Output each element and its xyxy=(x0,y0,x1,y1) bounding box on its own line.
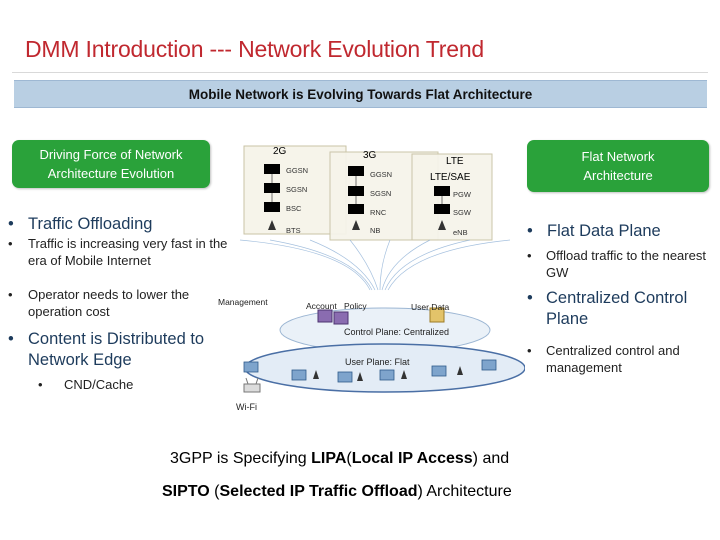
bsc-node xyxy=(264,202,280,212)
flat-data-plane-text: Flat Data Plane xyxy=(547,222,661,240)
footer-text-a: 3GPP is Specifying xyxy=(170,450,312,467)
bullet-cnd-text: CND/Cache xyxy=(64,377,134,392)
flat-architecture-diagram xyxy=(243,307,525,393)
enb-tower-icon xyxy=(438,220,446,230)
bullet-cnd: •CND/Cache xyxy=(38,377,134,392)
nb-tower-icon xyxy=(352,220,360,230)
label-enb: eNB xyxy=(453,228,468,237)
label-management: Management xyxy=(218,297,268,307)
label-lte: LTE xyxy=(446,156,464,167)
driving-force-label: Driving Force of Network Architecture Ev… xyxy=(39,147,183,181)
ggsn-2g-node xyxy=(264,164,280,174)
footer-sipto: SIPTO xyxy=(162,483,210,500)
footer-sipto-full: Selected IP Traffic Offload xyxy=(219,483,418,500)
label-sgsn-3g: SGSN xyxy=(370,189,392,198)
policy-server-icon xyxy=(333,311,349,325)
centralized-control-item: •Centralized Control Plane xyxy=(527,288,719,330)
sgsn-2g-node xyxy=(264,183,280,193)
label-bsc: BSC xyxy=(286,204,302,213)
user-data-server-icon xyxy=(429,307,445,323)
label-wifi: Wi-Fi xyxy=(236,402,257,412)
content-distributed-item: •Content is Distributed to Network Edge xyxy=(8,329,218,371)
label-pgw: PGW xyxy=(453,190,471,199)
label-3g: 3G xyxy=(363,150,377,161)
label-user-plane: User Plane: Flat xyxy=(345,357,410,367)
pgw-node xyxy=(434,186,450,196)
base-station-icons xyxy=(313,366,463,381)
footer-line-1: 3GPP is Specifying LIPA(Local IP Access)… xyxy=(170,450,509,468)
convergence-lines xyxy=(239,239,511,291)
footer-line-2: SIPTO (Selected IP Traffic Offload) Arch… xyxy=(162,483,512,501)
label-sgw: SGW xyxy=(453,208,471,217)
label-nb: NB xyxy=(370,226,381,235)
account-server-icon xyxy=(317,309,333,323)
footer-text-e: ) and xyxy=(472,450,510,467)
bullet-operator-cost-text: Operator needs to lower the operation co… xyxy=(28,287,190,319)
label-sgsn-2g: SGSN xyxy=(286,185,308,194)
bullet-traffic-increasing: •Traffic is increasing very fast in the … xyxy=(8,236,230,269)
label-rnc: RNC xyxy=(370,208,387,217)
centralized-control-text: Centralized Control Plane xyxy=(546,289,688,328)
wifi-router-icon xyxy=(243,383,261,393)
panel-2g xyxy=(243,145,347,235)
label-2g: 2G xyxy=(273,146,287,157)
sgw-node xyxy=(434,204,450,214)
label-ggsn-3g: GGSN xyxy=(370,170,393,179)
footer-lipa-full: Local IP Access xyxy=(351,450,473,467)
label-ggsn-2g: GGSN xyxy=(286,166,309,175)
footer-text-c: ( xyxy=(346,450,352,467)
content-distributed-text: Content is Distributed to Network Edge xyxy=(28,330,205,369)
bullet-centralized-mgmt: •Centralized control and management xyxy=(527,343,717,376)
network-diagram xyxy=(239,145,511,291)
panel-lte xyxy=(411,153,493,241)
label-bts: BTS xyxy=(286,226,301,235)
bts-tower-icon xyxy=(268,220,276,230)
bullet-traffic-increasing-text: Traffic is increasing very fast in the e… xyxy=(28,236,228,268)
footer-lipa: LIPA xyxy=(311,450,347,467)
label-policy: Policy xyxy=(344,301,367,311)
bullet-offload: •Offload traffic to the nearest GW xyxy=(527,248,719,281)
traffic-offloading-item: •Traffic Offloading xyxy=(8,215,153,233)
label-control-plane: Control Plane: Centralized xyxy=(344,327,450,337)
driving-force-box: Driving Force of Network Architecture Ev… xyxy=(12,140,210,188)
banner: Mobile Network is Evolving Towards Flat … xyxy=(14,80,707,108)
flat-data-plane-item: •Flat Data Plane xyxy=(527,222,661,240)
bullet-centralized-mgmt-text: Centralized control and management xyxy=(546,343,680,375)
banner-text: Mobile Network is Evolving Towards Flat … xyxy=(188,86,533,102)
flat-network-box: Flat Network Architecture xyxy=(527,140,709,192)
label-user-data: User Data xyxy=(411,302,450,312)
ggsn-3g-node xyxy=(348,166,364,176)
slide-title: DMM Introduction --- Network Evolution T… xyxy=(25,36,485,62)
bullet-offload-text: Offload traffic to the nearest GW xyxy=(546,248,706,280)
flat-network-label: Flat Network Architecture xyxy=(581,149,655,183)
footer-text-f: ( xyxy=(209,483,220,500)
title-divider xyxy=(12,72,708,73)
label-account: Account xyxy=(306,301,337,311)
footer-text-g: ) Architecture xyxy=(417,483,512,500)
label-lte-sae: LTE/SAE xyxy=(430,172,471,183)
rnc-node xyxy=(348,204,364,214)
bullet-operator-cost: •Operator needs to lower the operation c… xyxy=(8,287,218,320)
traffic-offloading-text: Traffic Offloading xyxy=(28,215,153,233)
gateway-nodes xyxy=(243,359,497,383)
sgsn-3g-node xyxy=(348,186,364,196)
